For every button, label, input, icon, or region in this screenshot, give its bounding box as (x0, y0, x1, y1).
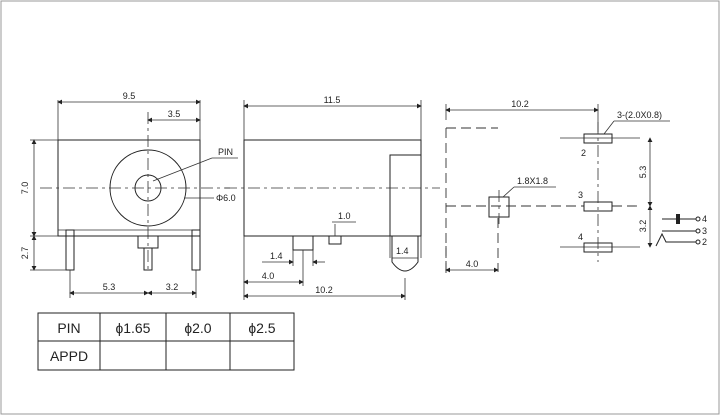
pin-label-3: 3 (578, 190, 583, 200)
side-pin (292, 235, 314, 251)
front-view: 9.5 3.5 7.0 2.7 5.3 3.2 PIN Φ6.0 (20, 91, 238, 298)
table-cell-20: ɸ2.0 (184, 320, 211, 336)
dim-pin-pos: 4.0 (262, 271, 275, 281)
table-cell-25: ɸ2.5 (248, 320, 275, 336)
diameter-callout: Φ6.0 (216, 193, 236, 203)
side-view: 11.5 1.0 1.4 1.4 4.0 10.2 (225, 95, 440, 300)
jack-schematic: 4 3 2 (655, 214, 707, 247)
table-header-pin: PIN (57, 320, 80, 336)
dim-tab: 1.0 (338, 211, 351, 221)
dim-height: 7.0 (20, 182, 30, 195)
table-cell-165: ɸ1.65 (116, 320, 151, 336)
dim-width: 9.5 (123, 91, 136, 101)
dim-offset: 3.5 (168, 109, 181, 119)
dim-pin-width: 1.4 (270, 251, 283, 261)
dim-leg-height: 2.7 (20, 247, 30, 260)
slot-spec: 3-(2.0X0.8) (617, 110, 662, 120)
pin-callout: PIN (218, 147, 233, 157)
dim-fp-width: 10.2 (511, 99, 529, 109)
footprint-view: 10.2 2 3 4 3-(2.0X0.8) 1.8X1.8 5.3 3.2 4… (445, 99, 707, 276)
dim-leg-right: 3.2 (166, 282, 179, 292)
side-plug (391, 236, 419, 272)
pin-label-4: 4 (578, 232, 583, 242)
dim-length: 11.5 (324, 95, 341, 105)
sch-label-2: 2 (702, 237, 707, 247)
sch-label-3: 3 (702, 226, 707, 236)
dim-fp-v1: 5.3 (638, 166, 648, 179)
center-pin (143, 247, 153, 271)
dim-plug-width: 1.4 (396, 246, 409, 256)
pin-size-table: PIN ɸ1.65 ɸ2.0 ɸ2.5 APPD (37, 312, 295, 371)
table-header-appd: APPD (50, 348, 88, 364)
pin-label-2: 2 (581, 148, 586, 158)
dim-fp-v2: 3.2 (638, 220, 648, 233)
dim-fp-h: 4.0 (466, 259, 479, 269)
square-spec: 1.8X1.8 (517, 176, 548, 186)
sch-label-4: 4 (702, 214, 707, 224)
dim-leg-left: 5.3 (103, 282, 116, 292)
dim-base: 10.2 (315, 285, 333, 295)
